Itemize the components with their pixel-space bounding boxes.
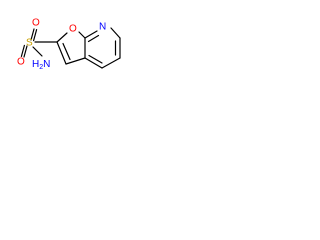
- ring-nitrogen-label: N: [99, 22, 106, 33]
- bond-layer: [20, 27, 121, 69]
- bond-s-o-bottom-double: [20, 44, 25, 58]
- bond-c3-c2-double: [62, 42, 71, 61]
- bond-c7a-n7-double: [87, 34, 100, 43]
- bond-s-n: [32, 46, 43, 57]
- bond-c3a-c3: [65, 57, 86, 65]
- bond-n7-c6: [110, 27, 121, 39]
- structure-diagram: O N S O O H2N: [17, 18, 121, 71]
- bond-c3-c2: [56, 41, 67, 65]
- bond-c5-c4: [101, 57, 121, 69]
- sulfonyl-oxygen-bottom-label: O: [17, 57, 25, 68]
- bond-s-o-top-double: [32, 29, 38, 42]
- bond-c4-c3a: [84, 57, 103, 69]
- amine-hydrogen-count: 2: [39, 64, 43, 71]
- amine-nitrogen-label: N: [43, 59, 50, 70]
- amine-hydrogen-label: H: [32, 59, 39, 70]
- amine-group-label: H2N: [32, 59, 50, 71]
- atom-label-layer: O N S O O H2N: [17, 18, 106, 71]
- bond-s-o-bottom: [23, 45, 28, 58]
- bond-s-o-top: [30, 28, 35, 41]
- sulfur-label: S: [26, 38, 33, 49]
- bond-c2-o1: [56, 32, 68, 43]
- bond-o1-c7a: [78, 31, 86, 39]
- sulfonyl-oxygen-top-label: O: [32, 18, 40, 29]
- bond-c7a-n7: [84, 30, 98, 39]
- bond-c4-c3a-double: [88, 54, 103, 64]
- ring-oxygen-label: O: [69, 24, 77, 35]
